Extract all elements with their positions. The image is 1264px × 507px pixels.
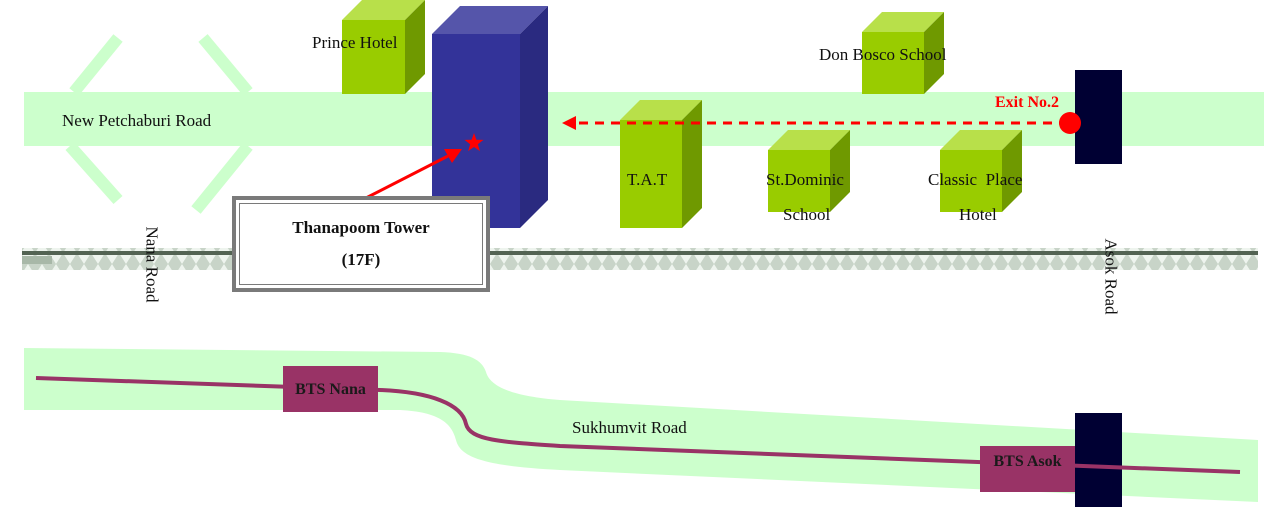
bts-line xyxy=(35,376,1241,474)
callout-pointer xyxy=(361,154,449,202)
tat-label: T.A.T xyxy=(627,170,668,189)
railway-center xyxy=(22,256,52,264)
destination-name: Thanapoom Tower xyxy=(292,218,430,237)
asok-pillar-bottom xyxy=(1075,413,1122,507)
bts-nana-box xyxy=(283,366,378,412)
new-petchaburi-road-label: New Petchaburi Road xyxy=(62,111,212,130)
railway-strip xyxy=(22,248,1258,270)
circle-icon xyxy=(1059,112,1081,134)
destination-callout: Thanapoom Tower (17F) xyxy=(232,196,490,292)
nana-intersection xyxy=(65,34,253,214)
destination-floor: (17F) xyxy=(341,250,381,269)
classic-place-label-line1: Classic Place xyxy=(928,170,1023,189)
bts-nana-label: BTS Nana xyxy=(295,381,366,398)
bts-asok-label: BTS Asok xyxy=(993,453,1062,470)
st-dominic-label-line1: St.Dominic xyxy=(766,170,844,189)
prince-hotel-block xyxy=(342,0,425,94)
sukhumvit-road-label: Sukhumvit Road xyxy=(572,418,687,437)
classic-place-label-line2: Hotel xyxy=(959,205,997,224)
star-icon xyxy=(464,133,484,152)
asok-road-label: Asok Road xyxy=(1101,238,1121,315)
exit-label: Exit No.2 xyxy=(995,94,1059,111)
don-bosco-label: Don Bosco School xyxy=(819,45,947,64)
nana-road-label: Nana Road xyxy=(142,226,162,303)
callout-pointer-head xyxy=(444,149,462,163)
st-dominic-block xyxy=(768,130,850,212)
tat-block xyxy=(620,100,702,228)
st-dominic-label-line2: School xyxy=(783,205,831,224)
route-arrowhead xyxy=(562,116,576,130)
destination-callout-inner: Thanapoom Tower (17F) xyxy=(239,203,483,285)
bts-asok-box xyxy=(980,446,1075,492)
thanapoom-tower xyxy=(432,6,548,228)
classic-place-block xyxy=(940,130,1022,212)
prince-hotel-label: Prince Hotel xyxy=(312,33,398,52)
don-bosco-block xyxy=(862,12,944,94)
asok-pillar-top xyxy=(1075,70,1122,164)
